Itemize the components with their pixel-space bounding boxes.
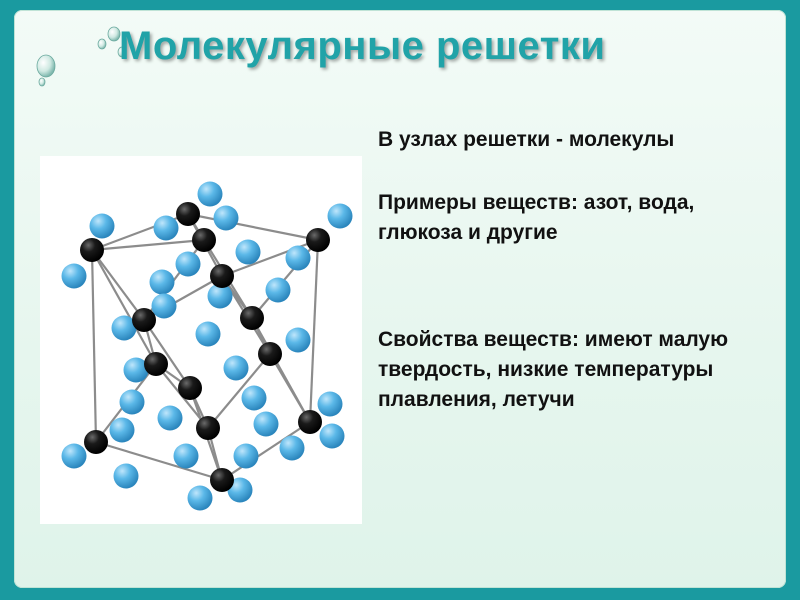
- light-sphere: [327, 203, 353, 229]
- lattice-rod: [207, 353, 271, 429]
- dark-sphere: [196, 416, 220, 440]
- light-sphere: [149, 269, 175, 295]
- light-sphere: [157, 405, 183, 431]
- lattice-rod: [221, 421, 311, 481]
- lattice-rod: [91, 249, 157, 365]
- dark-sphere: [258, 342, 282, 366]
- paragraph-examples: Примеры веществ: азот, вода, глюкоза и д…: [378, 191, 695, 244]
- slide-title: Молекулярные решетки: [119, 24, 606, 68]
- lattice-model-illustration: [61, 181, 353, 511]
- light-sphere: [89, 213, 115, 239]
- light-sphere: [197, 181, 223, 207]
- light-sphere: [223, 355, 249, 381]
- light-sphere: [61, 443, 87, 469]
- lattice-rod: [90, 249, 98, 443]
- light-sphere: [111, 315, 137, 341]
- light-sphere: [241, 385, 267, 411]
- light-sphere: [207, 283, 233, 309]
- light-sphere: [317, 391, 343, 417]
- lattice-rod: [95, 440, 223, 482]
- light-sphere: [175, 251, 201, 277]
- light-sphere: [61, 263, 87, 289]
- light-sphere: [173, 443, 199, 469]
- light-sphere: [109, 417, 135, 443]
- light-sphere: [119, 389, 145, 415]
- dark-sphere: [132, 308, 156, 332]
- light-sphere: [213, 205, 239, 231]
- light-sphere: [195, 321, 221, 347]
- lattice-image: [40, 156, 362, 524]
- dark-sphere: [306, 228, 330, 252]
- light-sphere: [151, 293, 177, 319]
- light-sphere: [279, 435, 305, 461]
- light-sphere: [227, 477, 253, 503]
- lattice-rod: [91, 249, 145, 321]
- lattice-rod: [143, 319, 191, 389]
- dark-sphere: [298, 410, 322, 434]
- lattice-rod: [221, 238, 319, 278]
- light-sphere: [123, 357, 149, 383]
- dark-sphere: [178, 376, 202, 400]
- dark-sphere: [144, 352, 168, 376]
- lattice-rod: [251, 317, 311, 423]
- light-sphere: [187, 485, 213, 511]
- water-drops-decoration: [36, 26, 127, 87]
- light-sphere: [253, 411, 279, 437]
- light-sphere: [233, 443, 259, 469]
- light-sphere: [285, 245, 311, 271]
- slide-canvas: Молекулярные решетки В узлах решетки - м…: [14, 10, 786, 588]
- dark-sphere: [84, 430, 108, 454]
- light-sphere: [113, 463, 139, 489]
- paragraph-properties: Свойства веществ: имеют малую твердость,…: [378, 328, 729, 411]
- dark-sphere: [176, 202, 200, 226]
- dark-sphere: [192, 228, 216, 252]
- dark-sphere: [210, 468, 234, 492]
- light-sphere: [319, 423, 345, 449]
- dark-sphere: [240, 306, 264, 330]
- lattice-rod: [308, 239, 320, 423]
- paragraph-lattice-nodes: В узлах решетки - молекулы: [378, 128, 675, 151]
- light-sphere: [153, 215, 179, 241]
- dark-sphere: [210, 264, 234, 288]
- light-sphere: [265, 277, 291, 303]
- light-sphere: [235, 239, 261, 265]
- lattice-rod: [91, 238, 205, 252]
- lattice-rod: [187, 212, 319, 242]
- dark-sphere: [80, 238, 104, 262]
- light-sphere: [285, 327, 311, 353]
